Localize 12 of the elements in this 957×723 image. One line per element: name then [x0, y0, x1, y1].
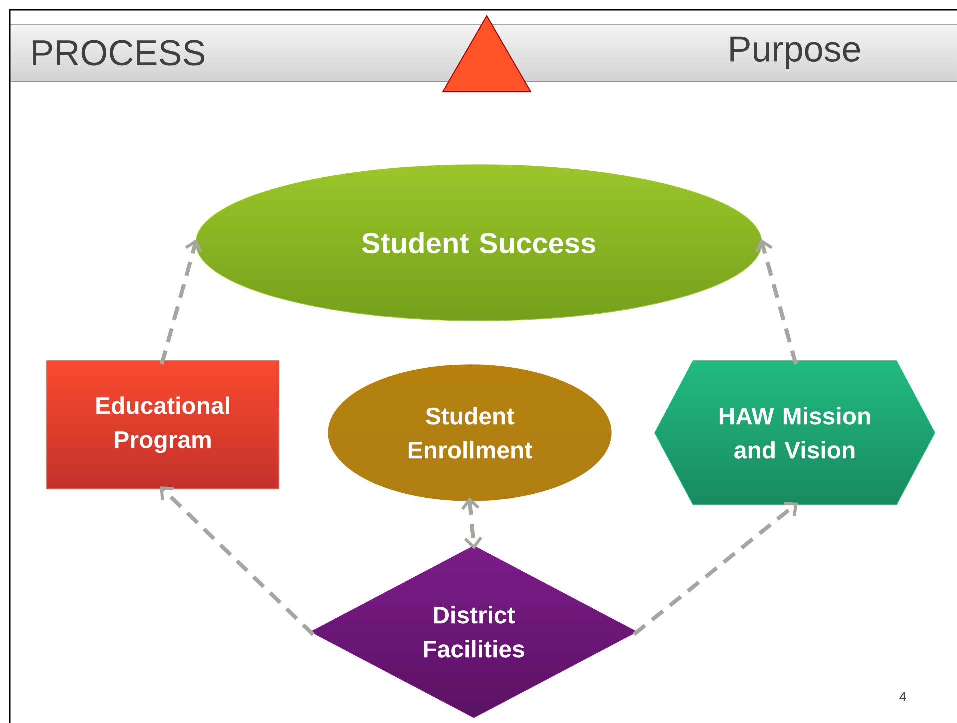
arrow: [755, 239, 798, 365]
oval-node: Student Enrollment: [328, 364, 612, 502]
header-text: Purpose: [730, 36, 860, 70]
arrow: [160, 486, 315, 636]
oval-node: Student Success: [196, 164, 762, 322]
page-number: 4: [900, 692, 906, 702]
header-text: PROCESS: [33, 40, 205, 66]
hexagon-node: HAW Mission and Vision: [654, 360, 936, 506]
arrow: [633, 502, 798, 636]
process-box: Educational Program: [46, 360, 280, 490]
arrow: [461, 497, 483, 550]
arrow: [160, 239, 203, 365]
